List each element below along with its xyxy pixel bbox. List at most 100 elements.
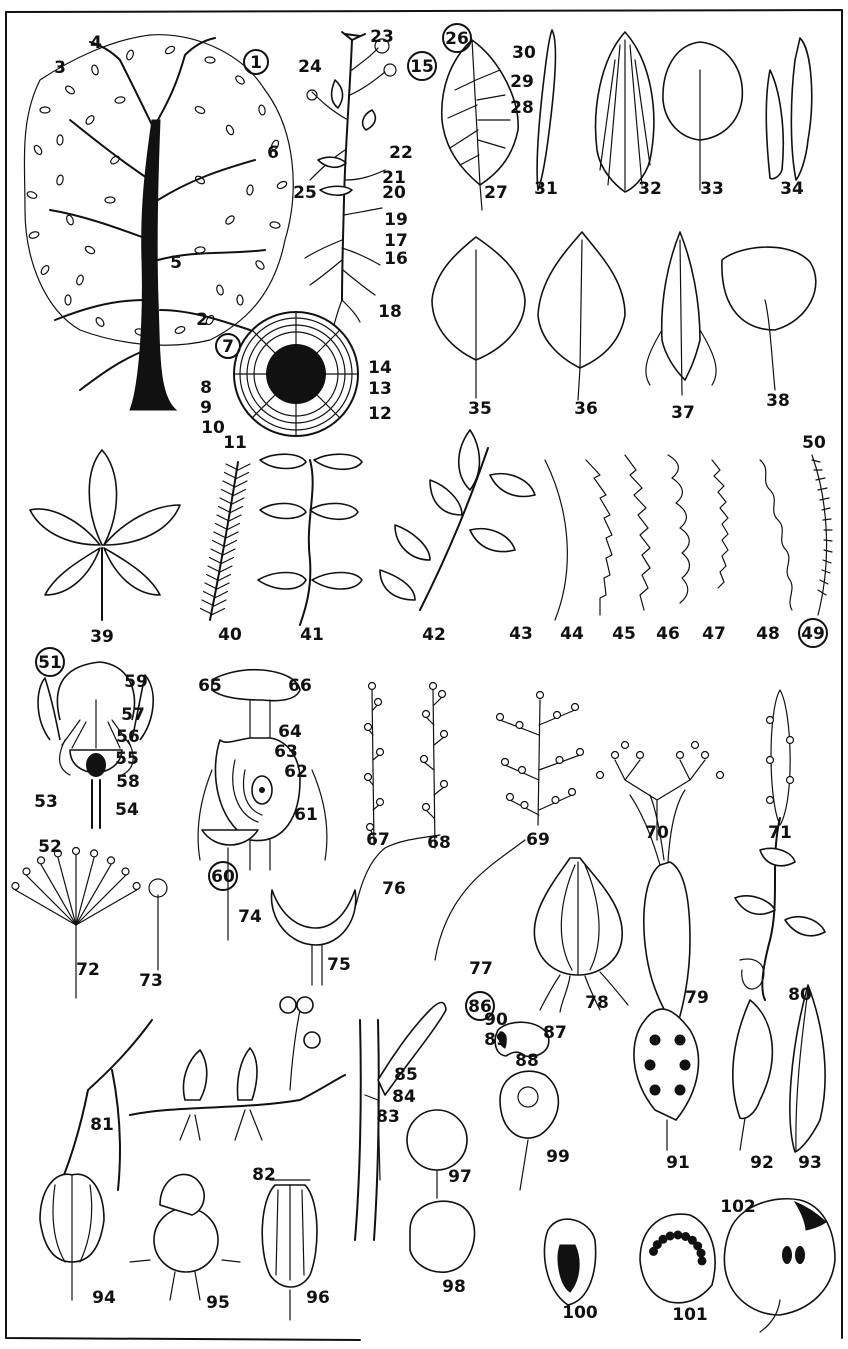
figure-label-50: 50 [802, 433, 826, 453]
figure-label-31: 31 [534, 179, 558, 199]
figure-label-5: 5 [170, 253, 182, 273]
figure-label-49: 49 [801, 624, 825, 644]
figure-label-51: 51 [38, 653, 62, 673]
figure-label-84: 84 [392, 1087, 416, 1107]
figure-label-81: 81 [90, 1115, 114, 1135]
figure-label-52: 52 [38, 837, 62, 857]
figure-label-14: 14 [368, 358, 392, 378]
tree-illustration [24, 35, 293, 410]
figure-label-91: 91 [666, 1153, 690, 1173]
figure-label-82: 82 [252, 1165, 276, 1185]
figure-label-99: 99 [546, 1147, 570, 1167]
figure-label-71: 71 [768, 823, 792, 843]
figure-label-7: 7 [222, 337, 234, 357]
figure-label-40: 40 [218, 625, 242, 645]
figure-label-9: 9 [200, 398, 212, 418]
figure-label-72: 72 [76, 960, 100, 980]
figure-label-57: 57 [121, 705, 145, 725]
figure-label-67: 67 [366, 830, 390, 850]
figure-label-36: 36 [574, 399, 598, 419]
figure-label-2: 2 [196, 310, 208, 330]
figure-label-87: 87 [543, 1023, 567, 1043]
compound-leaf-illustrations [30, 430, 535, 625]
figure-label-47: 47 [702, 624, 726, 644]
trunk-cross-section-illustration [234, 312, 358, 436]
figure-label-94: 94 [92, 1288, 116, 1308]
figure-label-1: 1 [250, 53, 262, 73]
figure-label-27: 27 [484, 183, 508, 203]
figure-label-69: 69 [526, 830, 550, 850]
figure-label-65: 65 [198, 676, 222, 696]
figure-label-90: 90 [484, 1010, 508, 1030]
figure-label-8: 8 [200, 378, 212, 398]
figure-label-3: 3 [54, 58, 66, 78]
figure-label-43: 43 [509, 624, 533, 644]
figure-label-22: 22 [389, 143, 413, 163]
figure-label-98: 98 [442, 1277, 466, 1297]
figure-label-102: 102 [720, 1197, 756, 1217]
figure-label-56: 56 [116, 727, 140, 747]
figure-label-16: 16 [384, 249, 408, 269]
figure-label-75: 75 [327, 955, 351, 975]
figure-label-68: 68 [427, 833, 451, 853]
figure-label-28: 28 [510, 98, 534, 118]
figure-label-88: 88 [515, 1051, 539, 1071]
figure-label-35: 35 [468, 399, 492, 419]
figure-label-95: 95 [206, 1293, 230, 1313]
figure-label-45: 45 [612, 624, 636, 644]
figure-label-100: 100 [562, 1303, 598, 1323]
figure-label-38: 38 [766, 391, 790, 411]
figure-label-96: 96 [306, 1288, 330, 1308]
leaf-margin-illustrations [545, 455, 832, 620]
figure-label-24: 24 [298, 57, 322, 77]
figure-label-6: 6 [267, 143, 279, 163]
figure-label-29: 29 [510, 72, 534, 92]
figure-label-34: 34 [780, 179, 804, 199]
figure-label-25: 25 [293, 183, 317, 203]
figure-label-93: 93 [798, 1153, 822, 1173]
figure-label-77: 77 [469, 959, 493, 979]
figure-label-15: 15 [410, 57, 434, 77]
figure-label-18: 18 [378, 302, 402, 322]
figure-label-79: 79 [685, 988, 709, 1008]
figure-label-62: 62 [284, 762, 308, 782]
figure-label-48: 48 [756, 624, 780, 644]
figure-label-60: 60 [211, 867, 235, 887]
figure-label-4: 4 [90, 33, 102, 53]
figure-label-89: 89 [484, 1030, 508, 1050]
figure-label-54: 54 [115, 800, 139, 820]
figure-label-73: 73 [139, 971, 163, 991]
figure-label-53: 53 [34, 792, 58, 812]
figure-label-101: 101 [672, 1305, 708, 1325]
figure-label-13: 13 [368, 379, 392, 399]
figure-label-23: 23 [370, 27, 394, 47]
figure-label-74: 74 [238, 907, 262, 927]
figure-label-11: 11 [223, 433, 247, 453]
figure-label-64: 64 [278, 722, 302, 742]
figure-label-66: 66 [288, 676, 312, 696]
figure-label-61: 61 [294, 805, 318, 825]
figure-label-59: 59 [124, 672, 148, 692]
figure-label-17: 17 [384, 231, 408, 251]
underground-organ-illustrations [62, 790, 825, 1240]
figure-label-63: 63 [274, 742, 298, 762]
figure-label-44: 44 [560, 624, 584, 644]
leaf-shape-illustrations [432, 30, 816, 400]
figure-label-26: 26 [445, 29, 469, 49]
figure-label-92: 92 [750, 1153, 774, 1173]
figure-label-97: 97 [448, 1167, 472, 1187]
inflorescence-illustrations [365, 683, 794, 849]
figure-label-76: 76 [382, 879, 406, 899]
figure-label-19: 19 [384, 210, 408, 230]
figure-label-33: 33 [700, 179, 724, 199]
figure-label-42: 42 [422, 625, 446, 645]
figure-label-39: 39 [90, 627, 114, 647]
figure-label-30: 30 [512, 43, 536, 63]
figure-label-37: 37 [671, 403, 695, 423]
figure-label-41: 41 [300, 625, 324, 645]
figure-label-78: 78 [585, 993, 609, 1013]
figure-label-83: 83 [376, 1107, 400, 1127]
figure-label-32: 32 [638, 179, 662, 199]
figure-label-55: 55 [115, 749, 139, 769]
